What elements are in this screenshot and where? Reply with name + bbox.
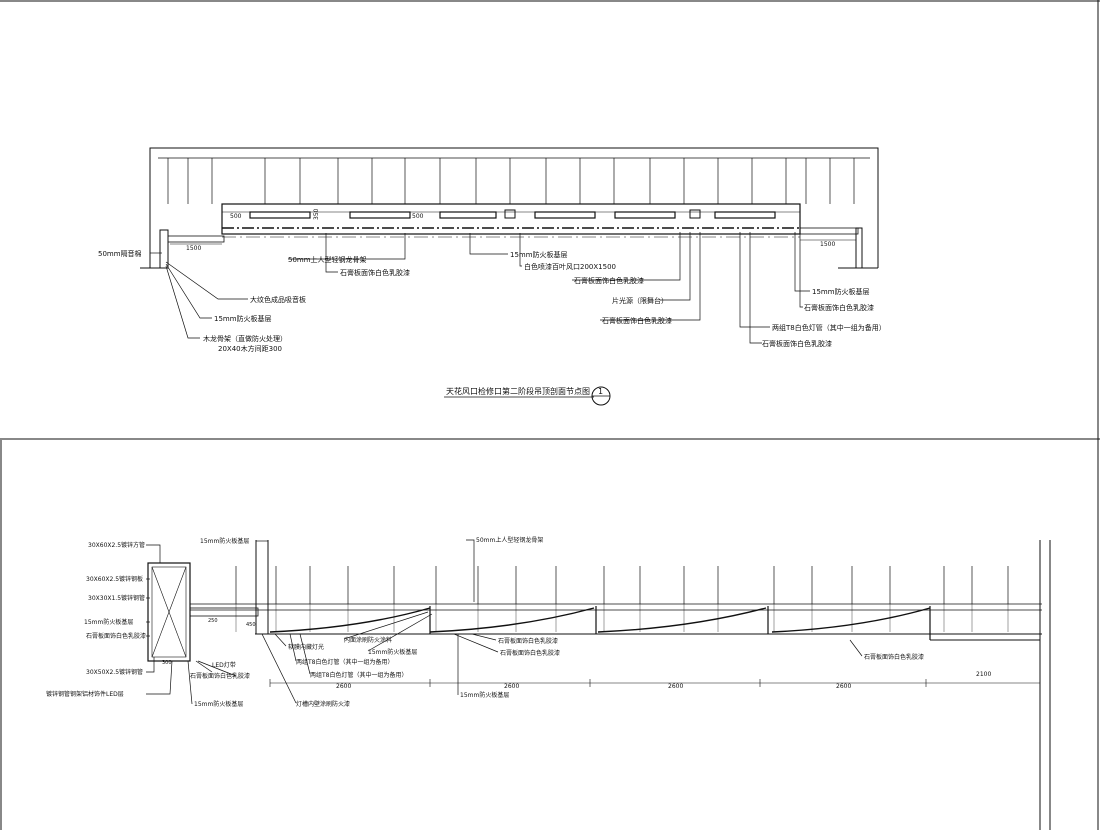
light-trough bbox=[534, 211, 596, 219]
label-tube-a: 30X60X2.5镀锌方管 bbox=[88, 541, 145, 549]
dim-250: 250 bbox=[208, 618, 218, 624]
dim-ticks-2 bbox=[269, 679, 1041, 687]
label-tube-c: 30X30X1.5镀锌钢管 bbox=[88, 594, 145, 602]
label-steel-keel: 50mm上人型轻钢龙骨架 bbox=[288, 255, 367, 264]
right-wall-cladding bbox=[799, 227, 859, 235]
label-led: 镀锌钢管钢架铝材饰件LED层 bbox=[46, 690, 124, 698]
section-marker-number: 1 bbox=[598, 387, 603, 396]
curved-panels bbox=[269, 606, 1040, 641]
wall-outline bbox=[149, 147, 879, 268]
label-fabric-board: 大纹色成品吸音板 bbox=[250, 295, 306, 304]
label-gypsum-a: 石膏板面饰白色乳胶漆 bbox=[86, 632, 146, 640]
label-tube-d: 30X50X2.5镀锌钢管 bbox=[86, 668, 143, 676]
label-fireproof-left: 15mm防火板基层 bbox=[214, 314, 272, 323]
dim-500-a: 500 bbox=[230, 213, 242, 220]
section-drawing-1: 500 500 350 1500 1500 50mm隔音棉 bbox=[98, 147, 886, 406]
label-fire-d: 15mm防火板基层 bbox=[460, 691, 509, 699]
light-trough bbox=[349, 211, 411, 219]
light-troughs bbox=[249, 209, 776, 219]
dim-2600-b: 2600 bbox=[504, 683, 519, 690]
label-gypsum-b: 石膏板面饰白色乳胶漆 bbox=[190, 672, 250, 680]
label-t8-tubes: 两组T8白色灯管（其中一组为备用） bbox=[772, 323, 886, 332]
label-gypsum-mid2: 石膏板面饰白色乳胶漆 bbox=[602, 316, 672, 325]
dim-350: 350 bbox=[313, 208, 320, 220]
dim-2600-a: 2600 bbox=[336, 683, 351, 690]
vent-grille bbox=[504, 209, 516, 219]
leader-lines-1 bbox=[150, 232, 810, 344]
light-trough bbox=[249, 211, 311, 219]
label-keel-line1: 木龙骨架（直做防火处理） bbox=[203, 334, 287, 343]
label-gypsum-right: 石膏板面饰白色乳胶漆 bbox=[804, 303, 874, 312]
light-trough bbox=[439, 211, 497, 219]
label-fire-b: 15mm防火板基层 bbox=[194, 700, 243, 708]
label-gypsum-right2: 石膏板面饰白色乳胶漆 bbox=[762, 339, 832, 348]
section-drawing-2: 2600 2600 2600 2600 2100 250 450 300 bbox=[46, 536, 1051, 830]
label-soundproof: 50mm隔音棉 bbox=[98, 249, 142, 258]
left-wall-cladding bbox=[167, 235, 225, 243]
label-t8-pair: 两组T8白色灯管（其中一组为备用） bbox=[296, 658, 393, 666]
dim-2100: 2100 bbox=[976, 671, 991, 678]
dim-2600-c: 2600 bbox=[668, 683, 683, 690]
label-gypsum-mid: 石膏板面饰白色乳胶漆 bbox=[574, 276, 644, 285]
right-wall-panel bbox=[855, 227, 863, 269]
dim-1500-left: 1500 bbox=[186, 245, 201, 252]
label-fire-a: 15mm防火板基层 bbox=[84, 618, 133, 626]
label-gypsum-d: 石膏板面饰白色乳胶漆 bbox=[500, 649, 560, 657]
label-gypsum-c: 石膏板面饰白色乳胶漆 bbox=[498, 637, 558, 645]
label-t8-pair2: 两组T8白色灯管（其中一组为备用） bbox=[310, 671, 407, 679]
label-fireproof-right: 15mm防火板基层 bbox=[812, 287, 870, 296]
dim-2600-d: 2600 bbox=[836, 683, 851, 690]
curved-panel bbox=[429, 607, 595, 633]
annotations-2: 30X60X2.5镀锌方管 30X60X2.5镀锌钢板 30X30X1.5镀锌钢… bbox=[46, 536, 924, 708]
drawing-1-title: 天花风口检修口第二阶段吊顶剖面节点图 bbox=[446, 386, 590, 396]
label-fireproof-mid: 15mm防火板基层 bbox=[510, 250, 568, 259]
label-led-strip: LED灯带 bbox=[212, 661, 236, 669]
light-trough bbox=[714, 211, 776, 219]
ceiling-body bbox=[221, 203, 801, 235]
label-light-source: 片光源（限舞台） bbox=[612, 296, 668, 305]
curved-panel bbox=[771, 607, 931, 633]
label-spray: 内面涂刷防火涂料 bbox=[344, 636, 392, 644]
label-fire-c: 15mm防火板基层 bbox=[368, 648, 417, 656]
label-wall-lamp: 灯槽内壁涂刷防火漆 bbox=[296, 700, 350, 708]
curved-panel bbox=[597, 607, 767, 633]
light-trough bbox=[614, 211, 676, 219]
dim-1500-right: 1500 bbox=[820, 241, 835, 248]
label-tube-b: 30X60X2.5镀锌钢板 bbox=[86, 575, 143, 583]
box-cross-b bbox=[151, 566, 187, 658]
annotations-1: 50mm隔音棉 大纹色成品吸音板 15mm防火板基层 木龙骨架（直做防火处理） … bbox=[98, 249, 886, 353]
dim-450: 450 bbox=[246, 622, 256, 628]
label-soft-light: 软膜内藏灯光 bbox=[288, 643, 324, 651]
left-wall-panel bbox=[159, 229, 169, 269]
vent-grille bbox=[689, 209, 701, 219]
dim-300: 300 bbox=[162, 660, 172, 666]
label-vent: 白色喷漆百叶风口200X1500 bbox=[524, 262, 616, 271]
hanger-rods-2 bbox=[235, 566, 1009, 632]
label-gypsum-e: 石膏板面饰白色乳胶漆 bbox=[864, 653, 924, 661]
label-fire-top: 15mm防火板基层 bbox=[200, 537, 249, 545]
label-gypsum-left: 石膏板面饰白色乳胶漆 bbox=[340, 268, 410, 277]
beam-connector bbox=[189, 607, 259, 617]
curved-panel bbox=[269, 607, 431, 633]
label-steel-keel-2: 50mm上人型轻钢龙骨架 bbox=[476, 536, 543, 544]
label-keel-line2: 20X40木方间距300 bbox=[218, 344, 282, 353]
hanger-rods-1 bbox=[167, 158, 855, 204]
dim-500-b: 500 bbox=[412, 213, 424, 220]
structural-box-inner bbox=[151, 566, 187, 658]
leader-lines-2 bbox=[146, 539, 863, 705]
